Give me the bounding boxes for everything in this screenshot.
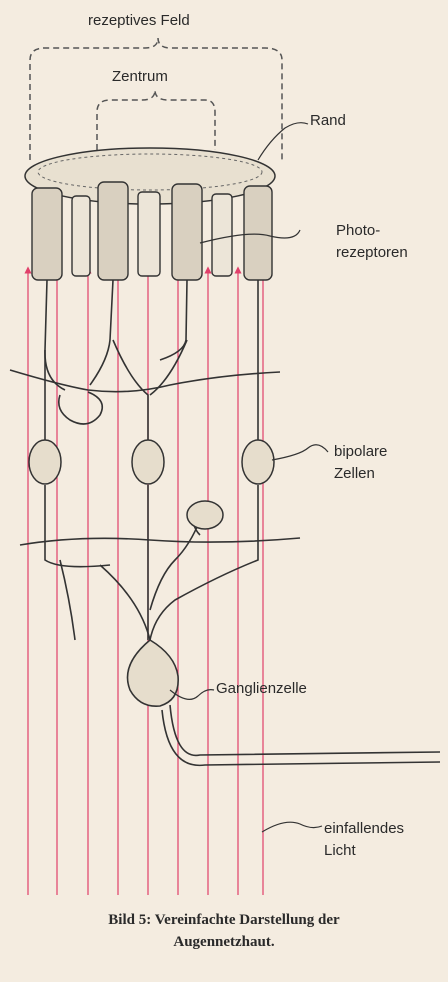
label-edge: Rand [310,112,346,130]
bipolar-cells [29,440,274,529]
label-bipolar-2: Zellen [334,465,375,483]
label-ganglion: Ganglienzelle [216,680,307,698]
label-receptive-field: rezeptives Feld [88,12,190,30]
light-rays [28,270,263,895]
caption-line-1: Bild 5: Vereinfachte Darstellung der [0,910,448,930]
center-bracket [97,90,215,150]
caption-line-2: Augennetzhaut. [0,932,448,952]
label-photoreceptors-1: Photo- [336,222,380,240]
ganglion-cell [128,640,179,706]
label-center: Zentrum [112,68,168,86]
label-light-2: Licht [324,842,356,860]
label-light-1: einfallendes [324,820,404,838]
receptive-field-bracket [30,38,282,160]
label-photoreceptors-2: rezeptoren [336,244,408,262]
label-bipolar-1: bipolare [334,443,387,461]
